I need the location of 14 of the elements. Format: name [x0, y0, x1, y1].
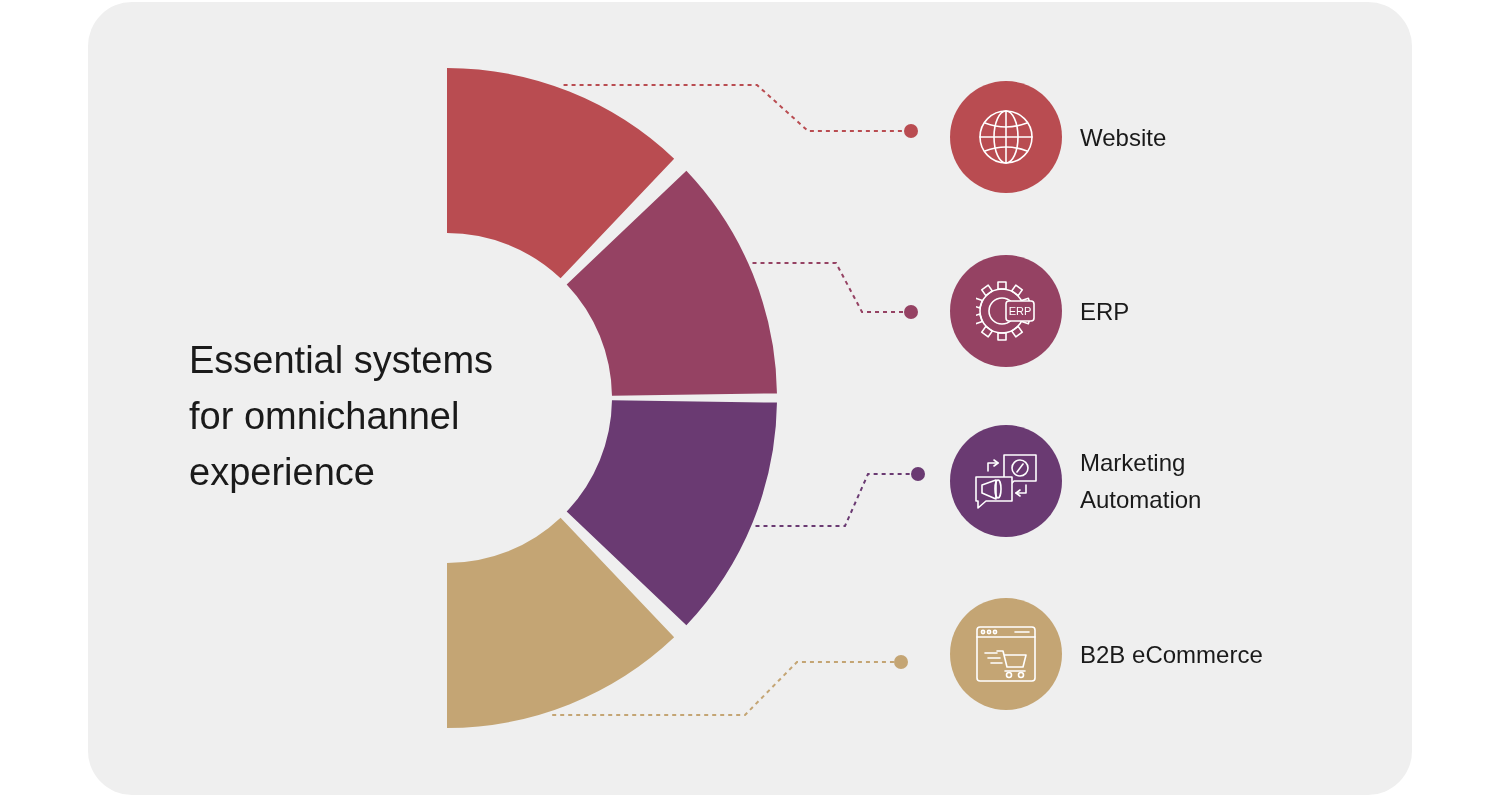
leader-line: [562, 84, 918, 138]
leader-line: [751, 262, 918, 319]
ring-segment: [447, 517, 675, 728]
leader-line: [551, 655, 908, 716]
leader-line: [754, 467, 925, 527]
system-label: ERP: [1080, 296, 1130, 327]
ring-segment: [566, 400, 777, 626]
icon-label: ERP: [1008, 304, 1032, 319]
ring-segment: [447, 68, 675, 279]
ring-segment: [566, 170, 777, 396]
system-label: Marketing Automation: [1080, 448, 1203, 515]
system-label: Website: [1080, 122, 1167, 153]
diagram-title: Essential systems for omnichannel experience: [189, 338, 495, 495]
system-label: B2B eCommerce: [1080, 639, 1263, 670]
